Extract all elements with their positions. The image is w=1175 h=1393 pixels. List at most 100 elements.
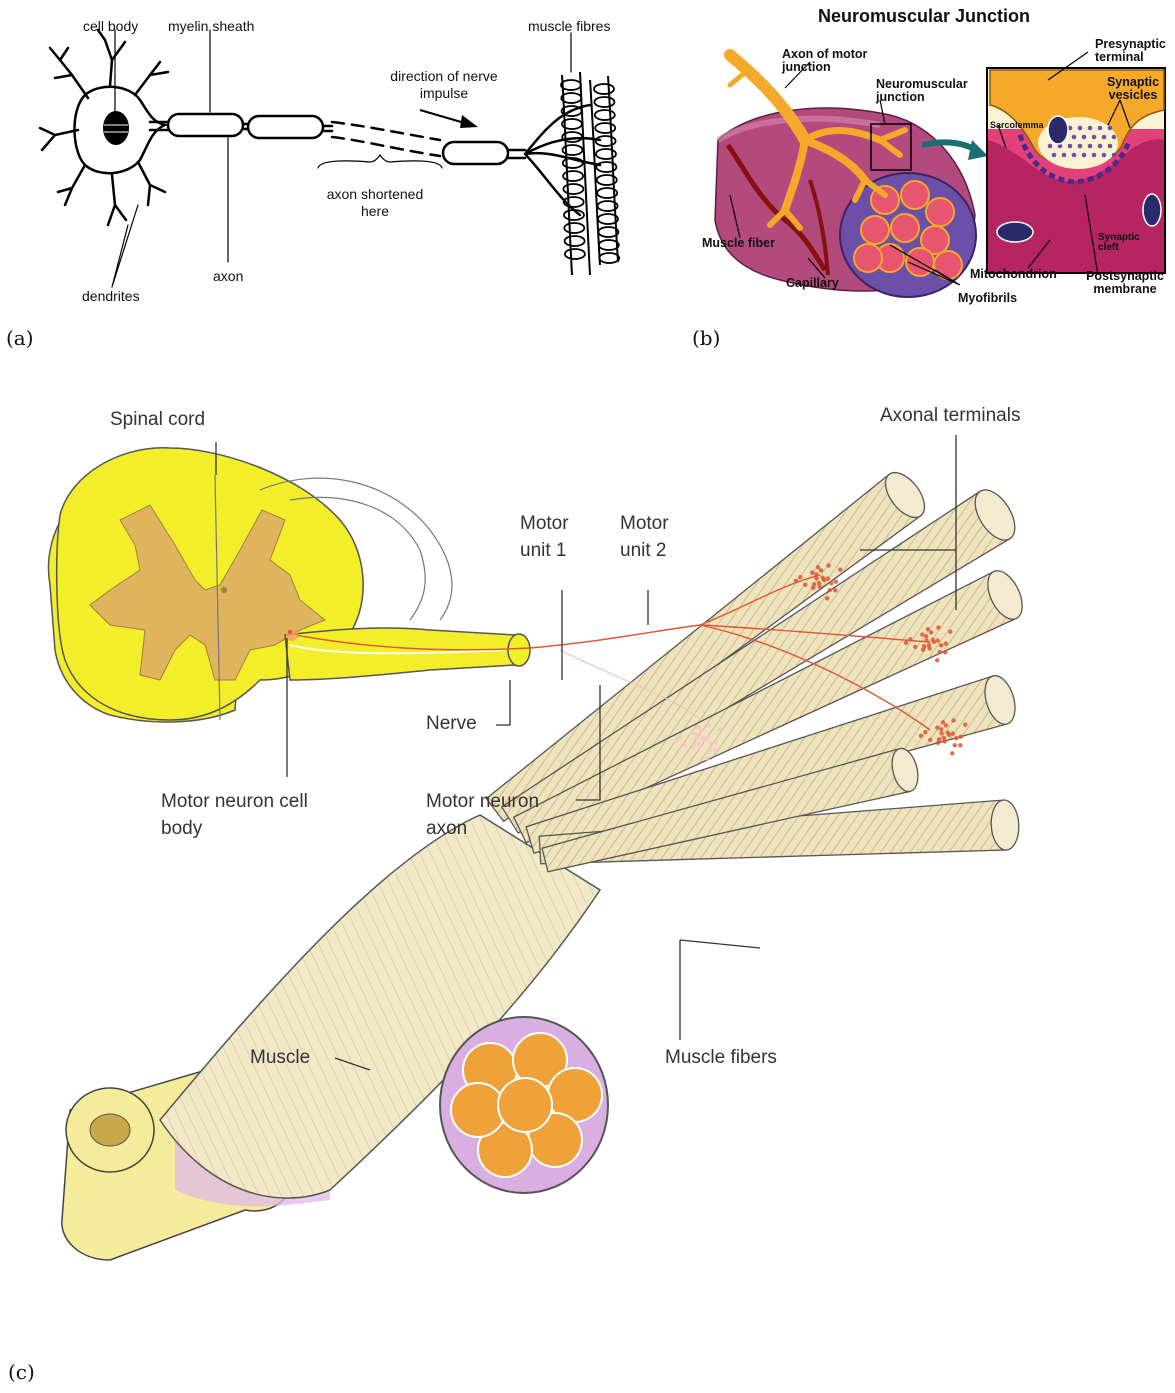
mitochondrion-label: Mitochondrion [970,268,1057,281]
terminal-dot [834,580,838,584]
caption-a: (a) [6,326,34,350]
terminal-dot [709,741,713,745]
synaptic-vesicle [1108,126,1113,131]
terminal-dot [708,748,712,752]
terminal-dot [936,638,940,642]
synaptic-vesicle [1092,135,1097,140]
synaptic-vesicle [1072,135,1077,140]
dendrite [98,30,125,86]
cell-body-label: cell body [83,18,138,35]
terminal-dot [798,575,802,579]
terminal-dot [713,748,717,752]
terminal-dot [936,625,940,629]
spinal-cord-label: Spinal cord [110,406,205,433]
terminal-dot [674,739,678,743]
neuromuscular-junction-label: Neuromuscular junction [876,78,986,104]
dendrites-label: dendrites [82,288,140,305]
neuron-drawing [0,0,680,330]
terminal-dot [953,743,957,747]
dendrite [138,162,165,205]
sarcolemma-label: Sarcolemma [990,120,1044,130]
terminal-dot [814,572,818,576]
terminal-dot [838,567,842,571]
terminal-dot [954,736,958,740]
terminal-dot [810,570,814,574]
fibre-coil [594,84,614,94]
synaptic-vesicle [1072,153,1077,158]
synaptic-vesicle [1088,126,1093,131]
terminal-dot [694,736,698,740]
spinal-cord [48,448,530,722]
terminal-dot [935,725,939,729]
motor-unit-2-label: Motor unit 2 [620,510,688,564]
axon-shortened-label: axon shortened here [320,186,430,220]
terminal-dot [699,728,703,732]
myofibril [861,216,889,244]
synaptic-vesicle [1088,144,1093,149]
presynaptic-terminal-label: Presynaptic terminal [1095,38,1173,64]
dendrite [58,165,85,205]
terminal-dot [944,642,948,646]
terminal-dot [908,637,912,641]
terminal-dot [924,638,928,642]
terminal-dot [959,735,963,739]
terminal-dot [941,720,945,724]
synaptic-vesicle [1082,153,1087,158]
fascicle [498,1078,552,1132]
terminal-dot [826,576,830,580]
dendrite [40,128,78,150]
myelin-segment [248,116,323,138]
terminal-dot [705,756,709,760]
terminal-dot [958,743,962,747]
dendrite [50,48,88,98]
terminal-dot [714,740,718,744]
caption-b: (b) [692,326,720,350]
fibre-coil [594,97,614,107]
terminal-dot [963,722,967,726]
terminal-dot [718,727,722,731]
fibre-coil [565,249,585,259]
myelin-sheath-label: myelin sheath [168,18,254,35]
fascicle [451,1083,505,1137]
fibre-coil [563,171,583,181]
muscle-cross-section [440,1017,608,1193]
terminal-dot [706,723,710,727]
fibre-coil [565,236,585,246]
nucleus [103,111,129,145]
muscle-fiber-label: Muscle fiber [702,237,775,250]
terminal-dot [690,730,694,734]
terminal-dot [951,731,955,735]
synaptic-vesicle [1078,126,1083,131]
synaptic-vesicle [1078,144,1083,149]
terminal-dot [794,579,798,583]
terminal-dot [943,650,947,654]
terminal-dot [814,576,818,580]
terminal-dot [816,565,820,569]
myofibril [891,214,919,242]
myofibril [926,198,954,226]
terminal-dot [929,630,933,634]
terminal-dot [697,744,701,748]
axon-shortened-section [332,122,440,156]
terminal-dot [833,588,837,592]
terminal-dot [683,743,687,747]
synaptic-vesicle [1082,135,1087,140]
terminal-dot [696,725,700,729]
terminal-dot [942,739,946,743]
terminal-dot [935,658,939,662]
fibre-coil [599,240,619,250]
nerve-label: Nerve [426,710,477,737]
synaptic-vesicle [1062,153,1067,158]
fibre-coil [595,110,615,120]
terminal-dot [694,732,698,736]
brace [318,155,442,168]
terminal-dot [817,584,821,588]
terminal-dot [928,738,932,742]
motor-neuron-axon-label: Motor neuron axon [426,788,576,842]
direction-label: direction of nerve impulse [388,68,500,102]
synaptic-vesicle [1052,153,1057,158]
postsynaptic-membrane-label: Postsynaptic membrane [1082,270,1168,296]
terminal-dot [936,741,940,745]
myelin-segment [443,142,508,164]
synaptic-vesicle [1112,153,1117,158]
